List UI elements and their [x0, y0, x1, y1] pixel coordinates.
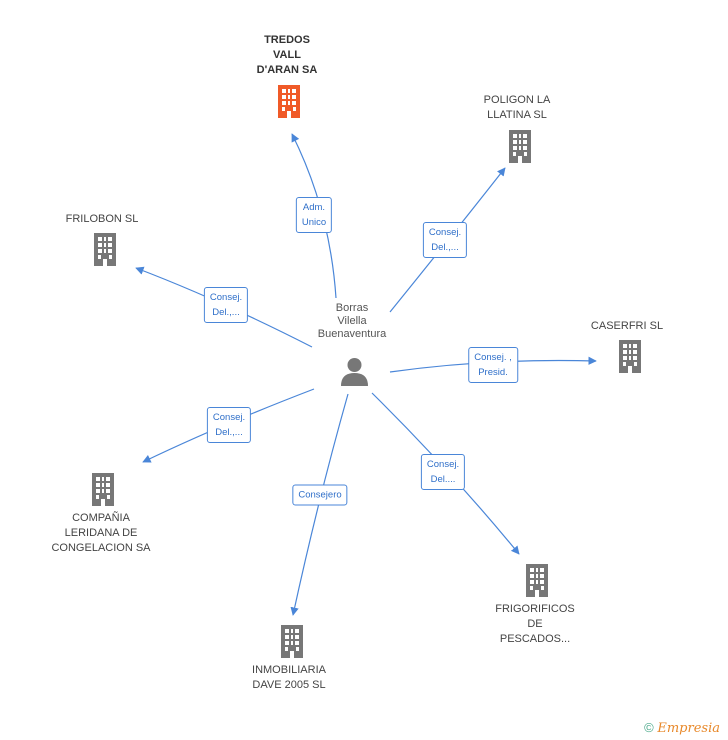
building-icon[interactable]	[615, 339, 645, 373]
role-label-frilobon: Consej.Del.,...	[203, 287, 249, 323]
copyright-icon: ©	[644, 720, 654, 735]
building-icon[interactable]	[274, 84, 304, 118]
role-label-poligon: Consej.Del.,...	[422, 222, 468, 258]
role-label-frigorificos: Consej.Del....	[420, 454, 466, 490]
role-label-inmobiliaria: Consejero	[292, 484, 348, 506]
person-icon[interactable]	[340, 356, 369, 386]
building-icon[interactable]	[522, 563, 552, 597]
company-name-caserfri[interactable]: CASERFRI SL	[590, 320, 664, 332]
role-label-compania: Consej.Del.,...	[206, 407, 252, 443]
company-name-frilobon[interactable]: FRILOBON SL	[65, 213, 139, 225]
footer-brand[interactable]: © Empresia	[644, 720, 720, 736]
building-icon[interactable]	[90, 232, 120, 266]
role-label-tredos: Adm.Unico	[295, 197, 333, 233]
building-icon[interactable]	[505, 129, 535, 163]
building-icon[interactable]	[88, 472, 118, 506]
building-icon[interactable]	[277, 624, 307, 658]
center-person-name: Borras Vilella Buenaventura	[317, 302, 387, 340]
role-label-caserfri: Consej. ,Presid.	[468, 347, 518, 383]
brand-logo: Empresia	[657, 721, 720, 736]
